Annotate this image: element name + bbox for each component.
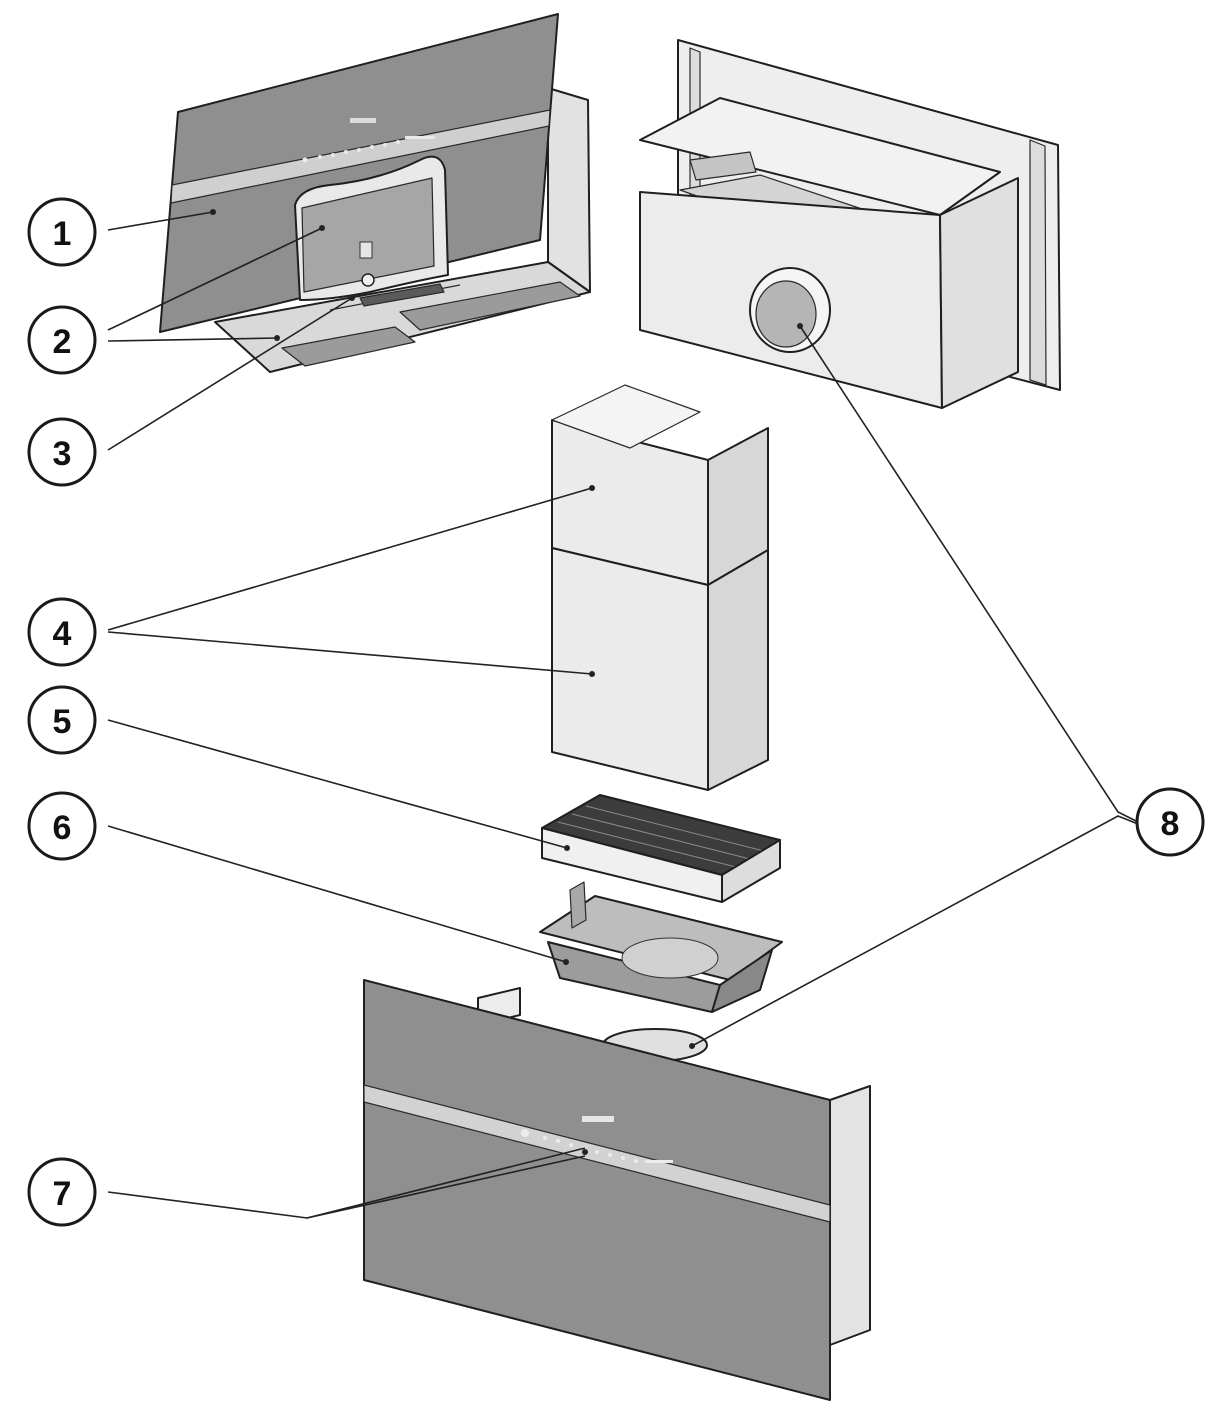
leader-dot-7 [582, 1149, 588, 1155]
chimney-lower-side [707, 549, 769, 791]
carbon-filter [541, 794, 781, 903]
chimney-lower-front [551, 547, 709, 791]
brand-logo-front [582, 1116, 614, 1122]
grease-filter-left [281, 326, 416, 367]
callout-5: 5 [27, 685, 97, 755]
hood-assembly [159, 13, 591, 373]
fan-unit-box [639, 39, 1061, 409]
filter-tray [539, 881, 783, 1013]
callout-3-label: 3 [53, 435, 72, 473]
callout-6: 6 [27, 791, 97, 861]
leader-7b [306, 1147, 586, 1219]
callout-6-label: 6 [53, 809, 72, 847]
tray-side [711, 949, 773, 1013]
callout-4-label: 4 [53, 615, 72, 653]
callout-7-label: 7 [53, 1175, 72, 1213]
leader-5 [107, 719, 568, 849]
panel-light-strip [170, 109, 551, 204]
leader-6 [107, 825, 567, 963]
leader-3 [107, 297, 353, 451]
leader-4a [107, 487, 593, 631]
leader-dot-8a [797, 323, 803, 329]
callout-5-label: 5 [53, 703, 72, 741]
leader-dot-8b [689, 1043, 695, 1049]
plate-rail-right [1029, 139, 1047, 386]
callout-7: 7 [27, 1157, 97, 1227]
callout-3: 3 [27, 417, 97, 487]
leader-dot-3 [349, 295, 355, 301]
leader-8a [799, 325, 1139, 823]
box-bracket [689, 151, 757, 181]
front-unit [363, 979, 871, 1401]
callout-2-label: 2 [53, 323, 72, 361]
leader-dot-2b [274, 335, 280, 341]
inner-grey-screen [301, 177, 435, 293]
leader-dot-2a [319, 225, 325, 231]
leader-8b [691, 815, 1139, 1047]
front-unit-side-casing [829, 1085, 871, 1346]
leader-2b [107, 337, 278, 342]
brand-logo-top [350, 118, 376, 123]
vent-opening [755, 280, 817, 348]
chimney-upper-top [551, 384, 701, 449]
leader-dot-4a [589, 485, 595, 491]
carbon-filter-side [721, 839, 781, 903]
leader-dot-1 [210, 209, 216, 215]
tray-grid-circle [621, 937, 719, 979]
control-dots-top [302, 136, 435, 163]
chimney-covers [551, 384, 769, 791]
callout-4: 4 [27, 597, 97, 667]
leader-2a [107, 227, 323, 331]
grease-filter-right [399, 281, 581, 331]
callout-8: 8 [1135, 787, 1205, 857]
leader-lines [107, 209, 1139, 1219]
inner-latch [359, 241, 373, 259]
front-glass-panel [363, 979, 831, 1401]
callout-2: 2 [27, 305, 97, 375]
callout-8-label: 8 [1161, 805, 1180, 843]
box-side-face [939, 177, 1019, 409]
callout-1: 1 [27, 197, 97, 267]
leader-dot-5 [564, 845, 570, 851]
tray-clip [569, 881, 587, 929]
carbon-filter-ribs [557, 805, 765, 868]
air-outlet-grill [359, 283, 445, 307]
leader-dot-4b [589, 671, 595, 677]
glass-front-panel [159, 13, 559, 333]
leader-dot-6 [563, 959, 569, 965]
leader-4b [107, 631, 593, 675]
leader-1 [107, 211, 214, 231]
callout-1-label: 1 [53, 215, 72, 253]
hood-side-casing [547, 87, 591, 293]
panel-knob [361, 273, 375, 287]
box-top-frame [639, 97, 1001, 216]
